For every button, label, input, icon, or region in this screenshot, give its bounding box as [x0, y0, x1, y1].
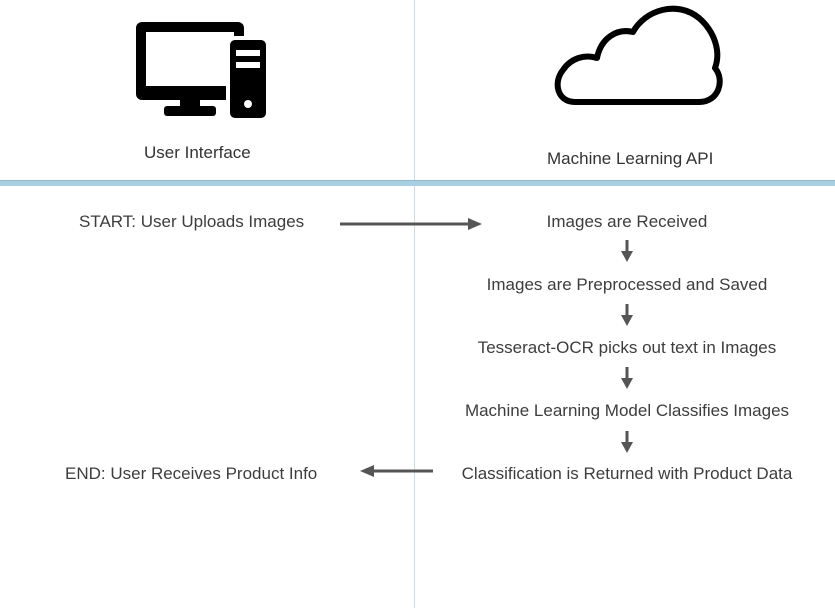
arrow-down-1 — [621, 240, 633, 262]
step-received: Images are Received — [546, 212, 708, 231]
arrow-down-3 — [621, 367, 633, 389]
cloud-icon — [553, 2, 723, 106]
end-label: END: User Receives Product Info — [65, 464, 318, 483]
lane-title-user-interface: User Interface — [144, 143, 251, 162]
step-preprocessed: Images are Preprocessed and Saved — [486, 275, 768, 294]
arrow-returned-to-end — [360, 465, 433, 477]
step-returned: Classification is Returned with Product … — [461, 464, 793, 483]
lane-title-ml-api: Machine Learning API — [547, 149, 714, 168]
step-ocr: Tesseract-OCR picks out text in Images — [477, 338, 777, 357]
computer-icon — [134, 20, 270, 122]
arrow-down-4 — [621, 431, 633, 453]
start-label: START: User Uploads Images — [79, 212, 305, 231]
arrow-down-2 — [621, 304, 633, 326]
arrow-start-to-received — [340, 218, 482, 230]
swimlane-divider — [414, 0, 415, 608]
header-separator — [0, 180, 835, 186]
step-classify: Machine Learning Model Classifies Images — [464, 401, 790, 420]
